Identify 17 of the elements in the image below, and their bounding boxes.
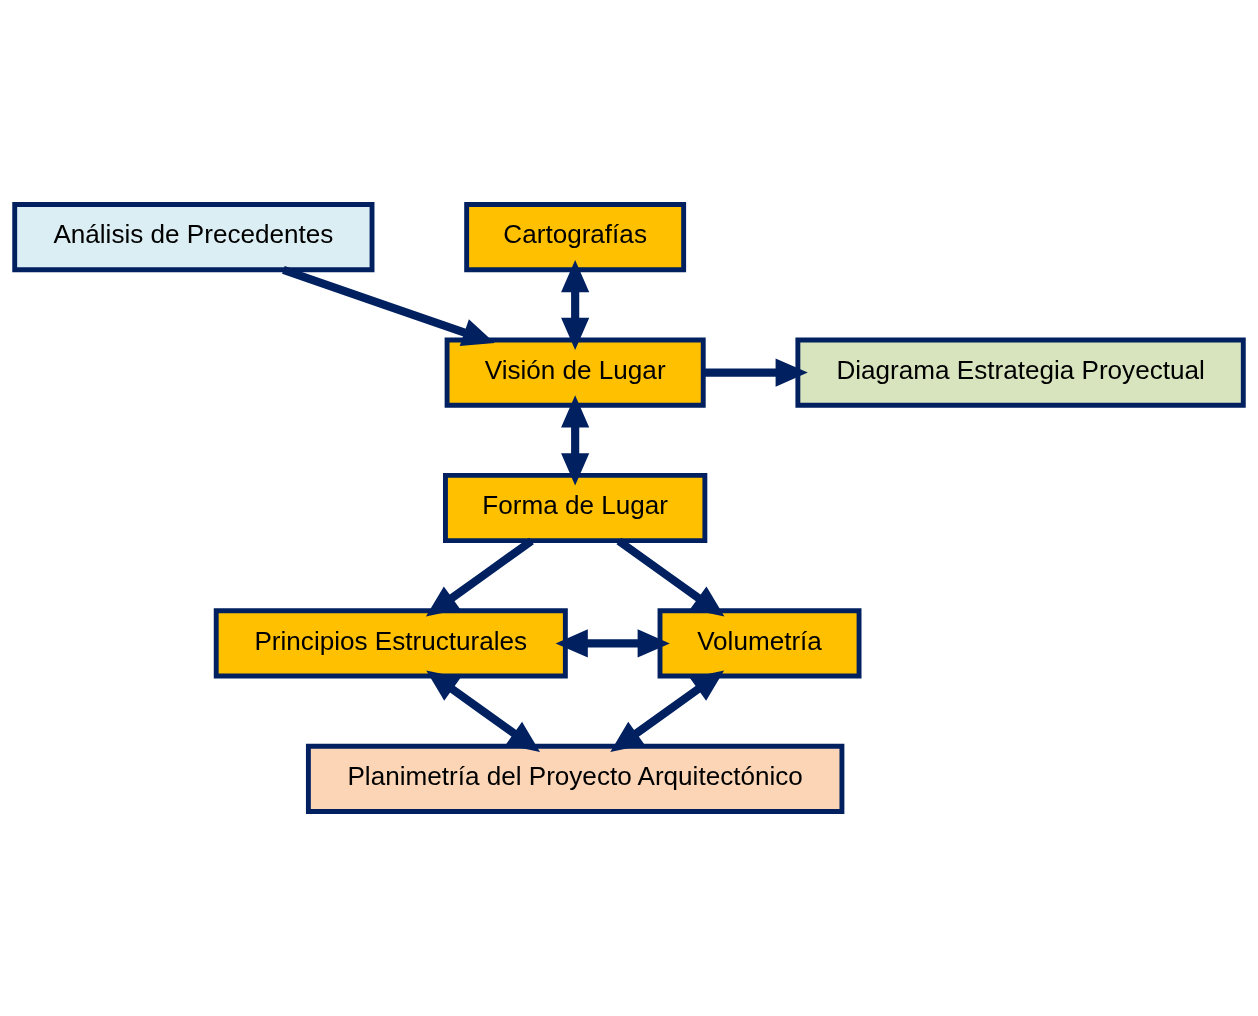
node-box: Análisis de Precedentes: [12, 202, 375, 273]
node-box: Planimetría del Proyecto Arquitectónico: [305, 743, 845, 814]
node-box: Visión de Lugar: [444, 337, 706, 408]
arrow: [425, 537, 534, 617]
arrow: [616, 537, 725, 617]
arrow: [426, 670, 541, 753]
node-box: Forma de Lugar: [443, 472, 708, 544]
arrow: [703, 358, 808, 387]
arrow: [282, 266, 495, 346]
node-box: Principios Estructurales: [213, 608, 568, 679]
node-box: Volumetría: [657, 608, 862, 679]
arrow: [561, 395, 590, 486]
arrow: [555, 629, 670, 658]
arrow: [610, 670, 725, 753]
arrow: [561, 259, 590, 351]
node-box: Cartografías: [464, 202, 687, 273]
node-box: Diagrama Estrategia Proyectual: [795, 337, 1246, 408]
